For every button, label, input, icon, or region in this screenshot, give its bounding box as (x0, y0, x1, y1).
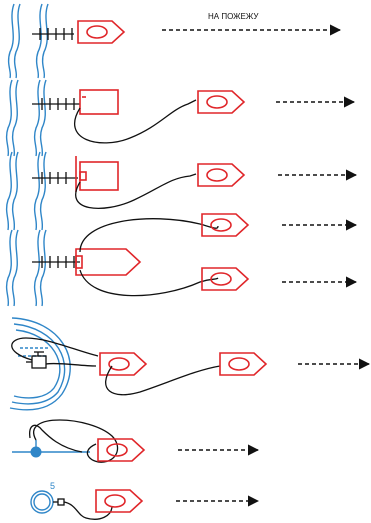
scheme-row-5 (9, 317, 371, 411)
reservoir-bank (9, 317, 71, 411)
fire-truck (201, 213, 249, 237)
water-line (13, 3, 21, 79)
pressure-hose (73, 99, 197, 144)
water-line (33, 229, 41, 307)
fire-truck (197, 90, 245, 114)
scheme-row-6 (12, 419, 260, 463)
water-line (39, 229, 47, 307)
hydrant (30, 446, 42, 458)
pressure-hose (75, 173, 197, 209)
water-line (39, 79, 47, 157)
scheme-row-3 (5, 151, 358, 231)
water-line (33, 79, 41, 157)
water-line (33, 151, 41, 231)
reservoir-bank (11, 323, 66, 405)
fire-truck (219, 352, 267, 376)
pressure-hose (63, 501, 113, 520)
water-line (39, 151, 47, 231)
pressure-hose (33, 419, 119, 463)
water-line (5, 151, 13, 231)
portable-pump (26, 351, 47, 369)
pressure-hose (105, 365, 221, 396)
reservoir-bank (13, 329, 61, 399)
fire-truck (99, 352, 147, 376)
hose-roll-number: 5 (50, 481, 55, 491)
fire-truck (201, 267, 249, 291)
water-line (35, 3, 43, 79)
scheme-row-1: НА ПОЖЕЖУ (7, 3, 342, 79)
water-line (11, 151, 19, 231)
water-line (11, 229, 19, 307)
water-line (5, 79, 13, 157)
pressure-hose (79, 269, 219, 297)
scheme-row-4 (5, 213, 358, 307)
water-line (11, 79, 19, 157)
pressure-hose (45, 362, 97, 367)
direction-label: НА ПОЖЕЖУ (208, 12, 259, 21)
fire-truck (97, 438, 145, 462)
pump-truck (75, 248, 142, 276)
scheme-row-2 (5, 79, 356, 157)
suction-hose (32, 256, 80, 268)
fire-truck (95, 489, 143, 513)
water-line (41, 3, 49, 79)
water-line (5, 229, 13, 307)
pressure-hose (11, 337, 99, 361)
pressure-hose (29, 424, 83, 453)
suction-hose (32, 28, 74, 40)
fire-truck (77, 20, 125, 44)
fire-truck (197, 163, 245, 187)
scheme-row-7: 5 (30, 481, 260, 520)
pressure-hose (79, 218, 219, 253)
suction-hose (32, 98, 80, 110)
suction-hose (32, 172, 78, 184)
water-line (7, 3, 15, 79)
pump-station (79, 89, 119, 115)
